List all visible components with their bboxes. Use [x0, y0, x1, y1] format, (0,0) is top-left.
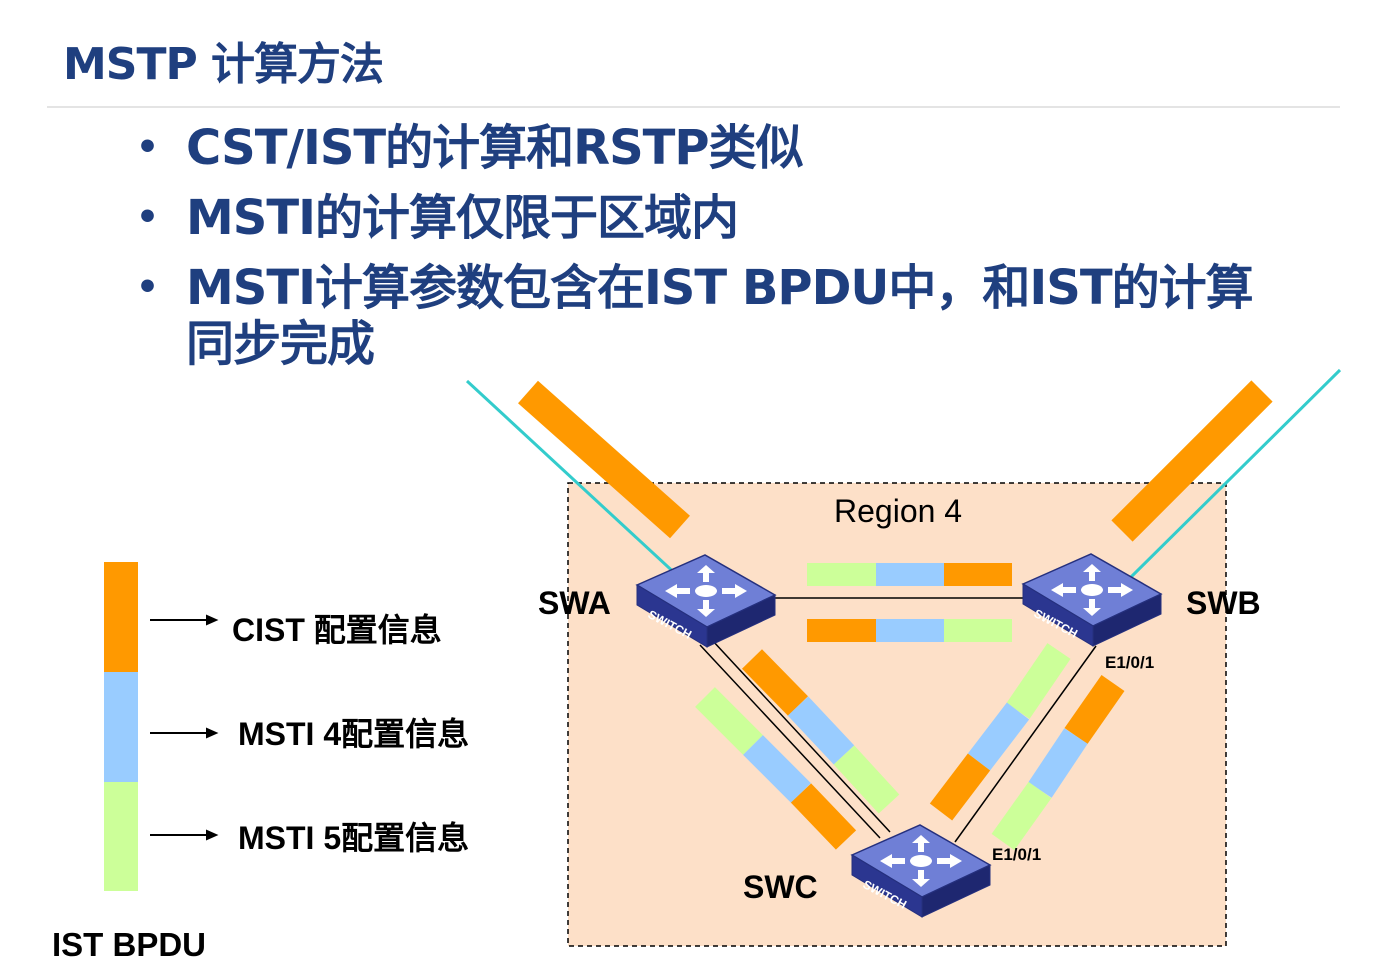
- legend-msti4-segment: [104, 672, 138, 782]
- external-link-swb: [1128, 368, 1342, 580]
- legend-msti5-segment: [104, 782, 138, 891]
- bpdu-swa-to-swb: [807, 563, 1012, 586]
- bpdu-swc-to-swa: [695, 687, 857, 850]
- legend-cist-segment: [104, 562, 138, 672]
- arrow-head-icon: [206, 829, 219, 841]
- region-label: Region 4: [834, 493, 963, 529]
- bullet-text: MSTI计算参数包含在IST BPDU中，和IST的计算同步完成: [186, 260, 1254, 372]
- swb-port-label: E1/0/1: [1105, 653, 1155, 672]
- title-divider: [47, 106, 1340, 108]
- bpdu-swa-to-swc: [741, 649, 900, 814]
- bullet-dot-icon: •: [136, 127, 159, 168]
- bullet-list: • CST/IST的计算和RSTP类似 • MSTI的计算仅限于区域内 • MS…: [130, 120, 1330, 386]
- bullet-dot-icon: •: [136, 197, 159, 238]
- legend-item-msti5: MSTI 5配置信息: [238, 820, 470, 856]
- link-swa-swc-b: [711, 639, 891, 833]
- bpdu-swb-to-swc-a: [929, 643, 1071, 821]
- bullet-item: • MSTI的计算仅限于区域内: [130, 190, 1330, 246]
- page-title: MSTP 计算方法: [63, 39, 384, 90]
- bullet-item: • MSTI计算参数包含在IST BPDU中，和IST的计算同步完成: [130, 260, 1296, 372]
- bpdu-swb-to-swc-b: [991, 674, 1125, 851]
- legend-title: IST BPDU: [52, 926, 207, 963]
- arrow-head-icon: [206, 614, 219, 626]
- external-cist-bpdu-swa: [518, 380, 690, 539]
- legend-item-msti4: MSTI 4配置信息: [238, 716, 470, 752]
- arrow-head-icon: [206, 727, 219, 739]
- link-swb-swc: [954, 645, 1097, 843]
- bullet-item: • CST/IST的计算和RSTP类似: [130, 120, 1330, 176]
- bullet-text: CST/IST的计算和RSTP类似: [186, 120, 804, 176]
- legend-item-cist: CIST 配置信息: [232, 612, 442, 648]
- bullet-text: MSTI的计算仅限于区域内: [186, 190, 739, 246]
- link-swa-swc-a: [699, 644, 881, 839]
- external-link-swa: [465, 379, 682, 580]
- legend-arrows: [150, 614, 219, 841]
- swc-port-label: E1/0/1: [992, 845, 1042, 864]
- bullet-dot-icon: •: [136, 267, 159, 308]
- swb-label: SWB: [1186, 585, 1261, 621]
- swc-label: SWC: [743, 869, 818, 905]
- swa-label: SWA: [538, 585, 611, 621]
- bpdu-swb-to-swa: [807, 619, 1012, 642]
- external-cist-bpdu-swb: [1111, 380, 1273, 542]
- legend-bpdu-bar: [104, 562, 138, 891]
